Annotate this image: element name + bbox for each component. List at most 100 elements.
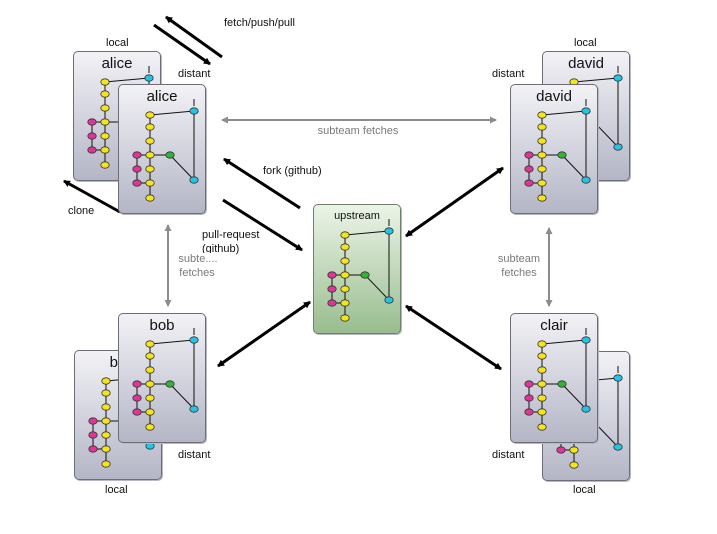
commit-node (145, 151, 155, 159)
upstream-card: upstream (313, 204, 401, 334)
commit-node (100, 161, 110, 169)
commit-node (384, 296, 394, 304)
commit-edge (169, 154, 195, 181)
commit-edge (593, 121, 619, 148)
fetch-arrow (165, 15, 223, 59)
commit-node (87, 146, 97, 154)
commit-node (87, 132, 97, 140)
pull-request-label-line1: pull-request (202, 229, 260, 241)
commit-edge (561, 383, 587, 410)
commit-node (145, 352, 155, 360)
commit-node (569, 461, 579, 469)
bob-distant-label: distant (178, 449, 211, 461)
bob-local-label: local (105, 484, 128, 496)
commit-edge (541, 339, 587, 345)
commit-node (132, 151, 142, 159)
commit-graph (132, 99, 199, 202)
commit-node (524, 165, 534, 173)
commit-node (340, 243, 350, 251)
commit-node (165, 151, 175, 159)
commit-node (145, 408, 155, 416)
bob-distant-title: bob (149, 317, 175, 334)
commit-graph (524, 328, 591, 431)
commit-node (581, 176, 591, 184)
commit-node (189, 405, 199, 413)
commit-node (537, 151, 547, 159)
commit-node (613, 143, 623, 151)
commit-node (132, 394, 142, 402)
commit-node (88, 417, 98, 425)
commit-node (100, 78, 110, 86)
commit-node (145, 380, 155, 388)
commit-node (537, 423, 547, 431)
commit-edge (149, 110, 195, 116)
commit-node (100, 132, 110, 140)
alice-distant-label: distant (178, 68, 211, 80)
commit-node (88, 431, 98, 439)
clair-distant-card: clair (510, 313, 598, 443)
commit-node (145, 394, 155, 402)
pull-request-arrow (222, 198, 303, 252)
commit-edge (149, 339, 195, 345)
push-arrow (153, 23, 211, 66)
commit-node (145, 179, 155, 187)
commit-edge (573, 77, 619, 83)
commit-node (145, 111, 155, 119)
commit-node (101, 460, 111, 468)
upstream-title: upstream (334, 210, 380, 222)
commit-node (101, 389, 111, 397)
commit-edge (169, 383, 195, 410)
commit-node (132, 380, 142, 388)
clair-distant-title: clair (540, 317, 568, 334)
commit-graph (524, 99, 591, 202)
commit-node (132, 165, 142, 173)
commit-node (340, 285, 350, 293)
commit-node (524, 408, 534, 416)
commit-node (100, 104, 110, 112)
commit-node (537, 394, 547, 402)
commit-node (537, 123, 547, 131)
bob-distant-card: bob (118, 313, 206, 443)
commit-node (537, 137, 547, 145)
commit-node (537, 194, 547, 202)
commit-node (145, 366, 155, 374)
fetches-left-label: fetches (179, 267, 215, 279)
commit-node (145, 137, 155, 145)
commit-node (384, 227, 394, 235)
upstream-david-arrow (405, 166, 504, 238)
commit-edge (593, 421, 619, 448)
commit-node (327, 271, 337, 279)
david-distant-card: david (510, 84, 598, 214)
commit-edge (344, 230, 390, 236)
commit-node (145, 340, 155, 348)
commit-node (327, 299, 337, 307)
commit-node (613, 374, 623, 382)
commit-node (100, 146, 110, 154)
alice-distant-title: alice (146, 88, 178, 105)
david-distant-title: david (536, 88, 572, 105)
commit-node (340, 257, 350, 265)
commit-node (537, 179, 547, 187)
upstream-clair-arrow (405, 304, 502, 371)
commit-node (101, 403, 111, 411)
commit-node (524, 380, 534, 388)
fork-arrow (223, 157, 301, 210)
commit-node (101, 417, 111, 425)
commit-node (340, 299, 350, 307)
commit-node (537, 111, 547, 119)
subteam-left-label: subte.... (173, 253, 223, 265)
commit-node (557, 380, 567, 388)
commit-node (189, 336, 199, 344)
commit-node (524, 394, 534, 402)
commit-node (537, 165, 547, 173)
commit-node (87, 118, 97, 126)
upstream-bob-arrow (217, 300, 311, 368)
commit-node (537, 380, 547, 388)
commit-node (581, 107, 591, 115)
commit-node (189, 176, 199, 184)
commit-node (144, 74, 154, 82)
commit-node (557, 151, 567, 159)
pull-request-label-line2: (github) (202, 243, 240, 255)
david-local-title: david (568, 55, 604, 72)
